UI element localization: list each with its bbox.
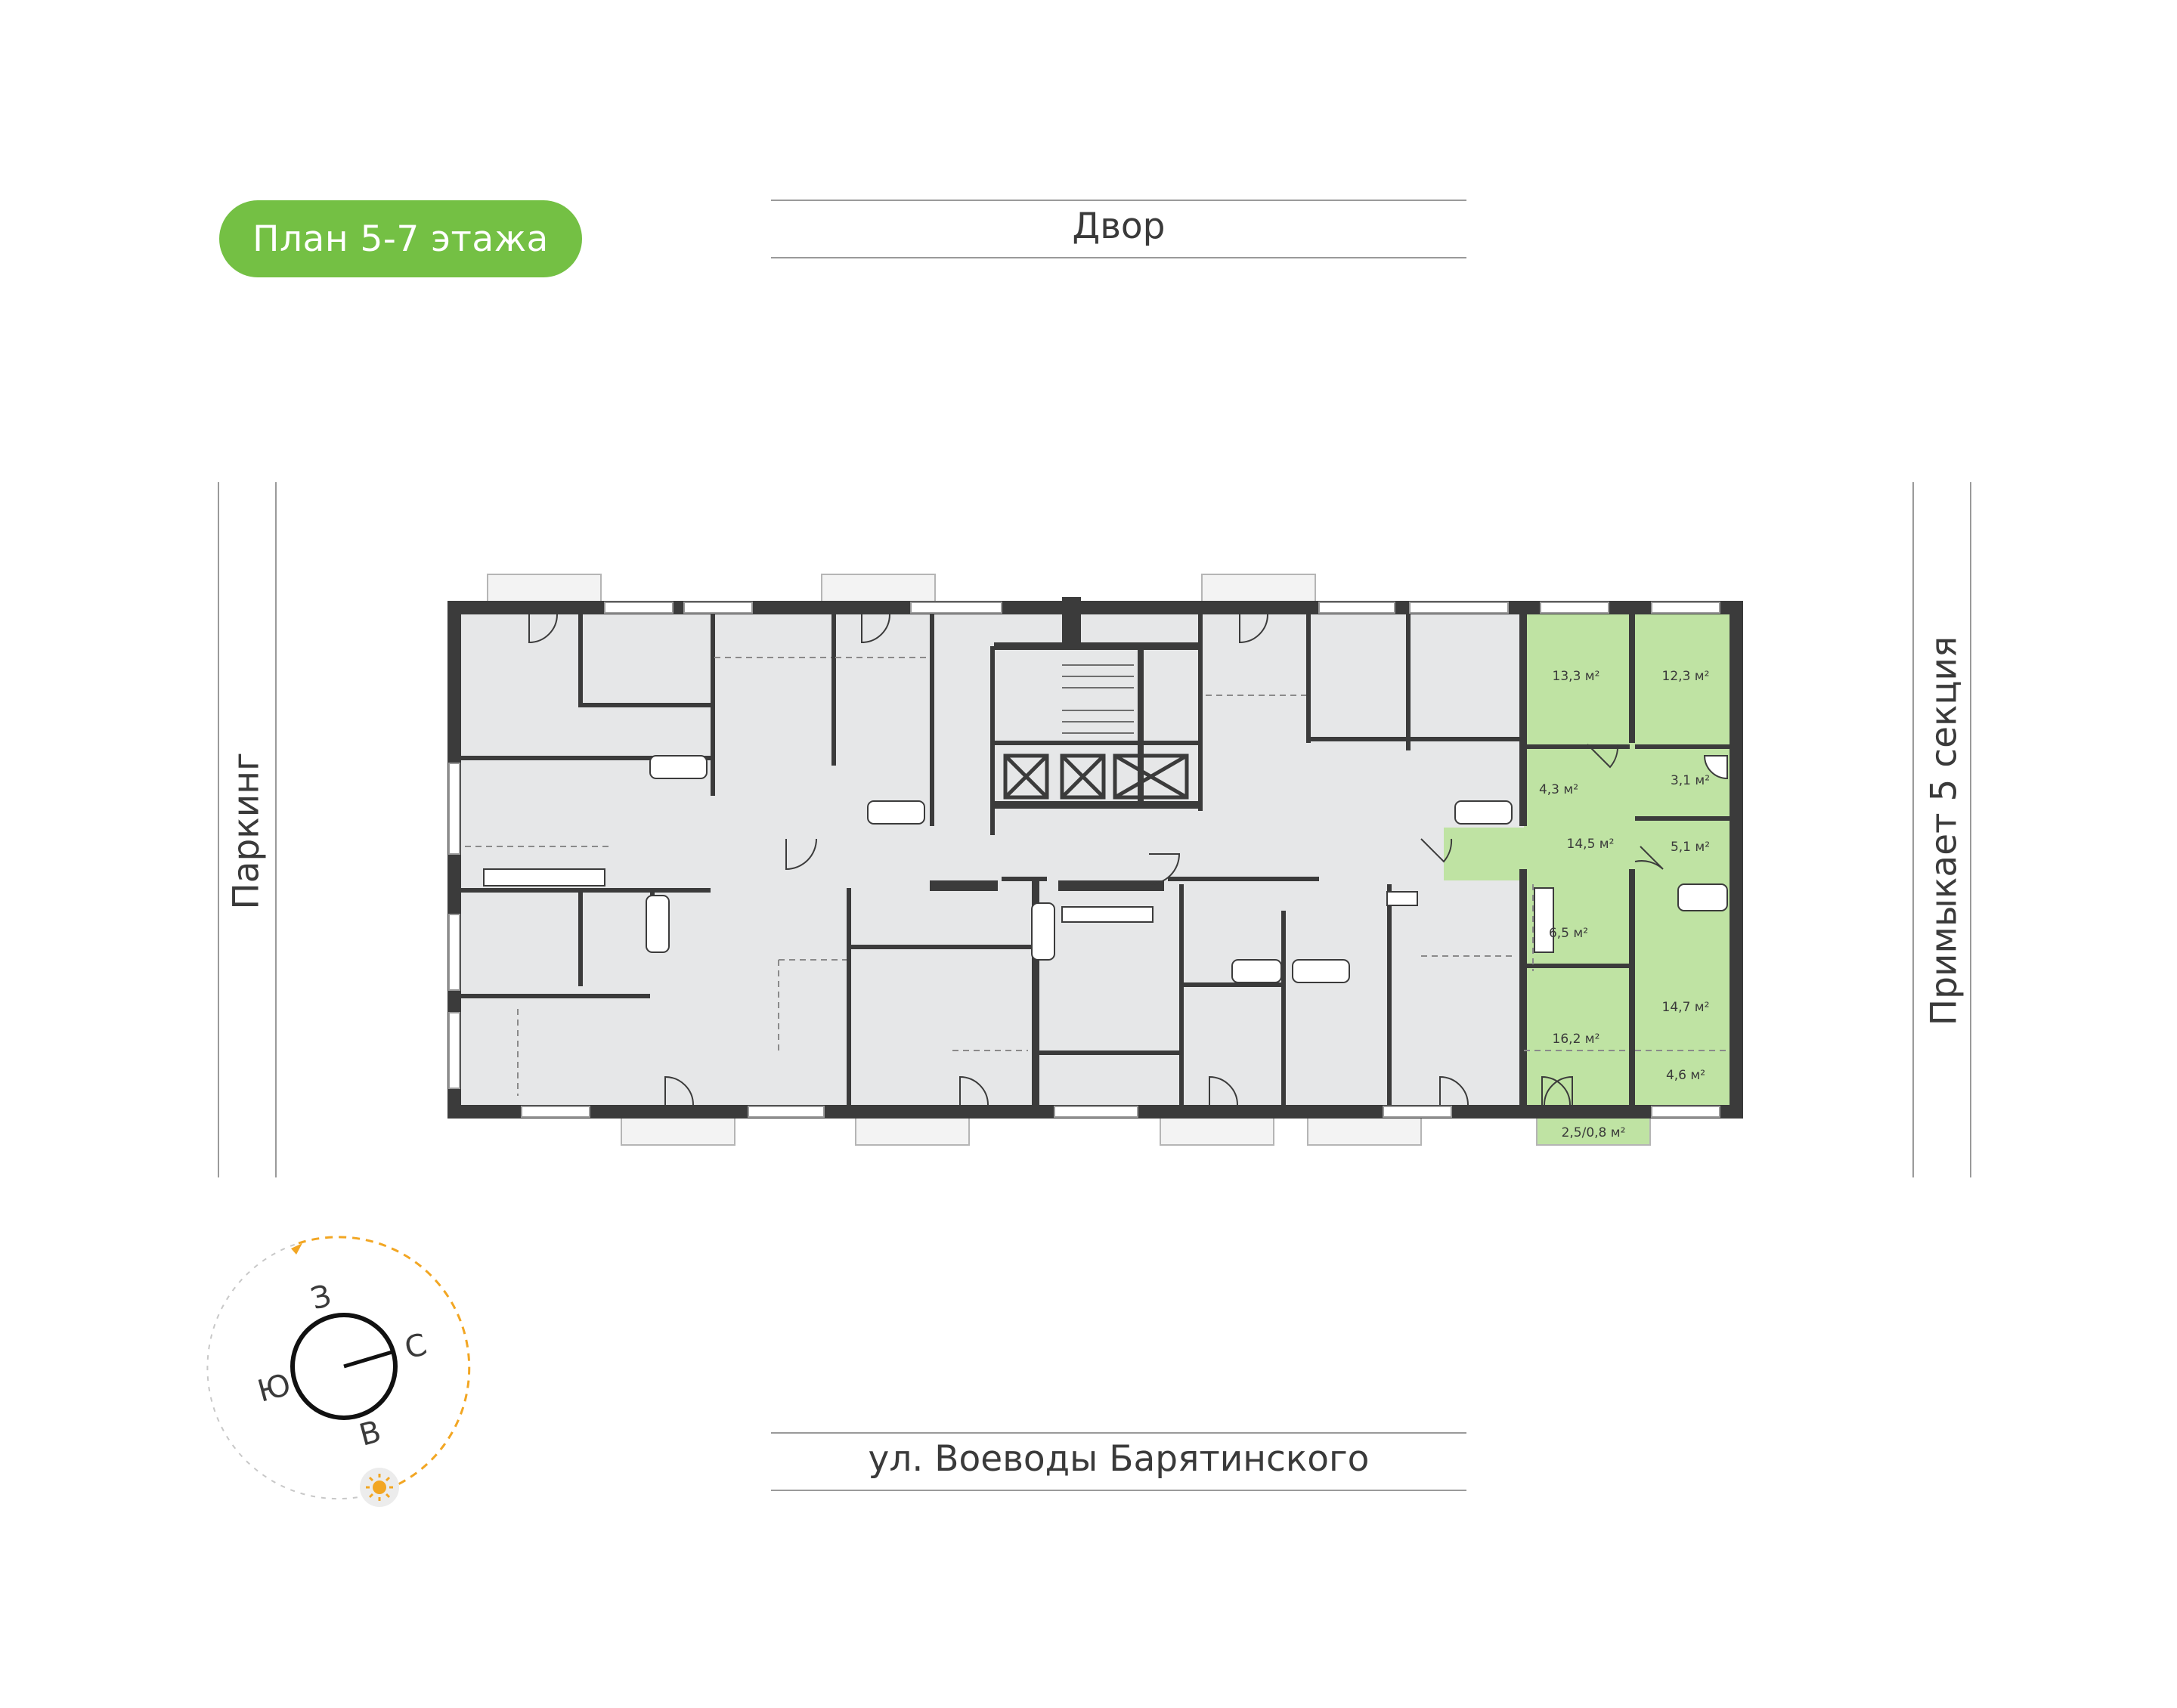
- doors: [528, 614, 1664, 1106]
- sun-path-return: [206, 1242, 379, 1500]
- area-bath-1: 3,1 м²: [1671, 773, 1710, 788]
- top-label: Двор: [1072, 206, 1166, 247]
- compass-south: Ю: [254, 1367, 295, 1409]
- left-boundary-line-2: [275, 482, 277, 1177]
- sun-icon: [360, 1468, 399, 1507]
- plan-title-badge: План 5-7 этажа: [219, 200, 582, 277]
- compass-west: З: [307, 1278, 335, 1317]
- area-room-4: 14,7 м²: [1662, 1000, 1710, 1015]
- right-boundary-line-2: [1970, 482, 1971, 1177]
- fixtures: [483, 755, 1728, 983]
- direction-arrow-icon: [291, 1243, 302, 1255]
- compass-needle: [343, 1349, 395, 1369]
- interior-walls: [461, 597, 1730, 1107]
- windows: [448, 602, 1720, 1118]
- area-room-2: 12,3 м²: [1662, 669, 1710, 684]
- bottom-label: ул. Воеводы Барятинского: [868, 1438, 1370, 1480]
- top-boundary-line-2: [771, 257, 1466, 258]
- compass-north: С: [401, 1327, 431, 1366]
- area-room-1: 13,3 м²: [1553, 669, 1600, 684]
- area-kitchen: 6,5 м²: [1549, 926, 1588, 941]
- sun-path: [298, 1236, 471, 1494]
- compass: З С Ю В: [206, 1236, 471, 1507]
- left-boundary-line-1: [218, 482, 219, 1177]
- area-hall-small: 4,3 м²: [1539, 782, 1578, 797]
- bottom-boundary-line-2: [771, 1490, 1466, 1491]
- area-loggia: 4,6 м²: [1666, 1068, 1705, 1083]
- room-area-labels: 13,3 м² 12,3 м² 4,3 м² 3,1 м² 14,5 м² 5,…: [1539, 669, 1710, 1140]
- compass-east: В: [356, 1414, 385, 1453]
- area-bath-2: 5,1 м²: [1671, 840, 1710, 855]
- plan-title: План 5-7 этажа: [252, 218, 549, 260]
- zone-lines: [465, 657, 1730, 1096]
- area-balcony: 2,5/0,8 м²: [1562, 1125, 1626, 1140]
- top-boundary-line-1: [771, 200, 1466, 201]
- right-boundary-line-1: [1912, 482, 1914, 1177]
- area-corridor: 14,5 м²: [1567, 837, 1615, 852]
- bottom-boundary-line-1: [771, 1432, 1466, 1434]
- elevators: [1003, 753, 1189, 800]
- highlighted-apartment: [1444, 614, 1730, 1105]
- stairs: [1062, 664, 1134, 734]
- area-room-3: 16,2 м²: [1553, 1032, 1600, 1047]
